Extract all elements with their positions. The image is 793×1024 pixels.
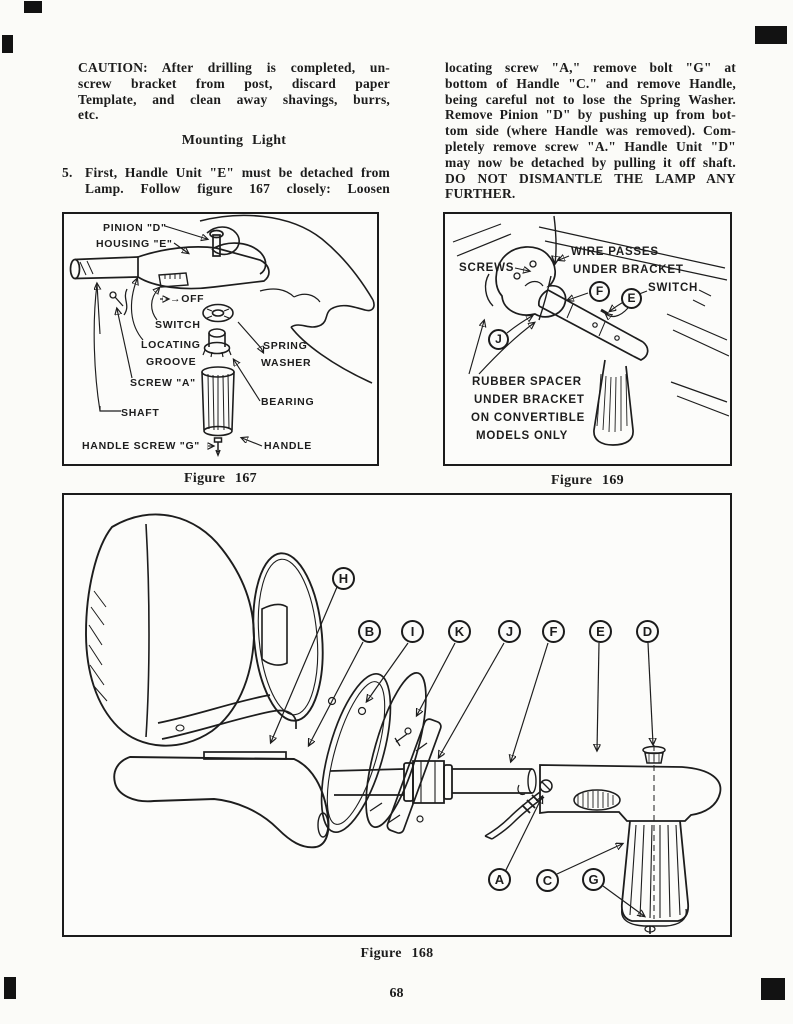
label-under-bracket-2: UNDER BRACKET: [474, 394, 585, 406]
figure-box-168: H B I K J F E D A C G: [62, 493, 732, 937]
grip-handle: [593, 359, 634, 446]
figure-167-illustration: [69, 214, 375, 458]
label-washer: WASHER: [261, 357, 312, 369]
gaskets-and-plate: [320, 672, 442, 834]
list-item-text: First, Handle Unit "E" must be detached …: [85, 165, 390, 196]
label-wire-passes: WIRE PASSES: [571, 246, 659, 258]
caution-paragraph: CAUTION: After drilling is completed, un…: [78, 60, 390, 123]
scan-mark: [2, 35, 13, 53]
section-heading: Mounting Light: [181, 133, 287, 148]
bearing-part: [202, 328, 232, 358]
callout-letter-a: A: [488, 868, 511, 891]
callout-leaders: [271, 586, 653, 916]
label-rubber-spacer: RUBBER SPACER: [472, 376, 582, 388]
label-switch: SWITCH: [648, 282, 699, 294]
page-number: 68: [389, 986, 404, 1001]
hand-outline: [199, 214, 375, 384]
scan-mark: [761, 978, 785, 1000]
label-models-only: MODELS ONLY: [476, 430, 569, 442]
label-spring: SPRING: [263, 340, 308, 352]
label-off: →OFF: [170, 293, 205, 305]
shaft-and-nut: [329, 760, 537, 804]
housing-body: [109, 229, 270, 316]
callout-letter-j: J: [488, 329, 509, 350]
list-item-number: 5.: [62, 165, 73, 180]
label-screw-a: SCREW "A": [130, 377, 196, 389]
scan-mark: [4, 977, 16, 999]
label-bearing: BEARING: [261, 396, 315, 408]
lamp-head: [85, 513, 324, 747]
callout-letter-d: D: [636, 620, 659, 643]
shaft-tube: [69, 256, 139, 280]
figure-169-illustration: [452, 215, 729, 446]
figure-caption-167: Figure 167: [184, 471, 257, 486]
scan-mark: [24, 1, 42, 13]
label-screws: SCREWS: [459, 262, 515, 274]
windshield-lines: [452, 223, 729, 417]
callout-letter-b: B: [358, 620, 381, 643]
label-switch: SWITCH: [155, 319, 201, 331]
callout-letter-c: C: [536, 869, 559, 892]
label-pinion-d: PINION "D": [103, 222, 167, 234]
callout-letter-g: G: [582, 868, 605, 891]
mounting-bracket: [484, 246, 567, 318]
figure-caption-169: Figure 169: [551, 473, 624, 488]
leader-lines: [468, 256, 648, 375]
handle-unit: [484, 745, 722, 934]
callout-letter-f: F: [542, 620, 565, 643]
wire: [538, 215, 556, 321]
label-groove: GROOVE: [146, 356, 197, 368]
label-shaft: SHAFT: [121, 407, 160, 419]
handle-screw-part: [213, 437, 223, 458]
figure-box-167: PINION "D" HOUSING "E" →OFF SWITCH LOCAT…: [62, 212, 379, 466]
callout-letter-e: E: [589, 620, 612, 643]
callout-letter-i: I: [401, 620, 424, 643]
figure-box-169: WIRE PASSES UNDER BRACKET SCREWS SWITCH …: [443, 212, 732, 466]
label-under-bracket: UNDER BRACKET: [573, 264, 684, 276]
scan-mark: [755, 26, 787, 44]
callout-letter-h: H: [332, 567, 355, 590]
label-handle-screw-g: HANDLE SCREW "G": [82, 440, 200, 452]
label-housing-e: HOUSING "E": [96, 238, 173, 250]
mounting-base: [113, 694, 330, 849]
label-locating: LOCATING: [141, 339, 201, 351]
label-on-convertible: ON CONVERTIBLE: [471, 412, 586, 424]
callout-letter-e: E: [621, 288, 642, 309]
callout-letter-j: J: [498, 620, 521, 643]
figure-168-illustration: [85, 513, 722, 934]
figure-caption-168: Figure 168: [360, 946, 434, 961]
spring-washer-part: [202, 303, 234, 323]
leader-lines: [94, 225, 263, 446]
label-handle: HANDLE: [264, 440, 312, 452]
callout-letter-k: K: [448, 620, 471, 643]
callout-letter-f: F: [589, 281, 610, 302]
handle-part: [201, 366, 235, 437]
